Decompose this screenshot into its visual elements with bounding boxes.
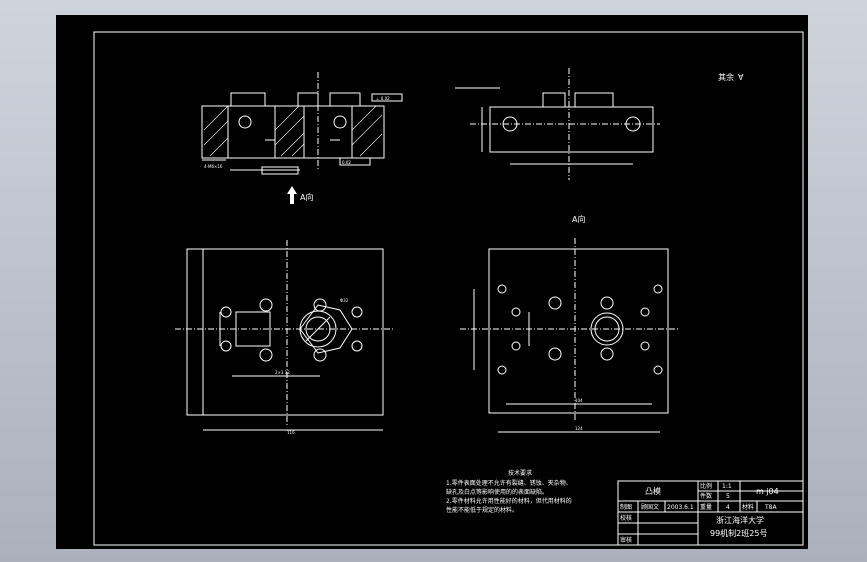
tb-scale-value: 1:1 [722, 483, 732, 490]
roughness-note: 其余 [718, 72, 734, 82]
tb-scale-label: 比例 [700, 482, 712, 490]
tb-drawn-label: 制图 [620, 503, 632, 511]
section-gdt-callout: ⊥ 0.02 [376, 96, 390, 101]
tb-qty-label: 件数 [700, 492, 712, 500]
tech-line-1: 1.零件表面处理不允许有裂缝、锈蚀、夹杂物、 [446, 479, 572, 487]
left-plan-dia-dim: Φ32 [340, 298, 349, 303]
tb-class-info: 99机制2班25号 [710, 528, 767, 538]
tb-weight-label: 重量 [700, 503, 712, 511]
paper-sheet [56, 15, 808, 549]
section-tol-callout: 0.02 [342, 160, 351, 165]
tech-title: 技术要求 [508, 469, 532, 477]
right-plan-width-dim: 124 [575, 426, 583, 431]
section-view [201, 72, 403, 175]
tech-line-4: 性能不能低于规定的材料。 [446, 506, 518, 514]
tb-approve-label: 审核 [620, 536, 632, 544]
tb-check-label: 校核 [620, 514, 632, 522]
tech-line-2: 缺孔及白点等影响使用的的表面缺陷。 [446, 488, 548, 496]
view-arrow-label: A向 [300, 192, 313, 202]
tb-drawn-date: 2003.6.1 [667, 504, 694, 511]
tb-qty-value: 5 [726, 493, 730, 500]
left-plan-width-dim: 116 [287, 430, 295, 435]
left-plan-view [175, 240, 395, 431]
right-plan-inner-dim: 104 [575, 398, 583, 403]
tech-line-3: 2.零件材料允许用性能好的材料，但代用材料的 [446, 497, 572, 505]
roughness-symbol: ∀ [738, 73, 744, 82]
title-block [617, 480, 804, 546]
tb-drawn-name: 顾国文 [641, 503, 659, 511]
tech-requirements: 技术要求 1.零件表面处理不允许有裂缝、锈蚀、夹杂物、 缺孔及白点等影响使用的的… [446, 469, 572, 514]
tb-material-label: 材料 [742, 503, 754, 511]
front-view [455, 68, 660, 180]
tb-material-value: T8A [764, 504, 777, 511]
left-plan-hole-pitch-dim: 2×3 12 [275, 370, 290, 375]
right-plan-view [460, 238, 680, 433]
tb-part-name: 凸模 [645, 486, 661, 496]
side-thread-callout: 4-M6×16 [204, 164, 223, 169]
view-label: A向 [572, 214, 585, 224]
tb-drawing-no: m j04 [756, 487, 779, 496]
tb-school: 浙江海洋大学 [716, 515, 764, 525]
tb-weight-value: 4 [726, 504, 730, 511]
drawing-border [93, 31, 804, 546]
view-arrow [287, 186, 297, 204]
